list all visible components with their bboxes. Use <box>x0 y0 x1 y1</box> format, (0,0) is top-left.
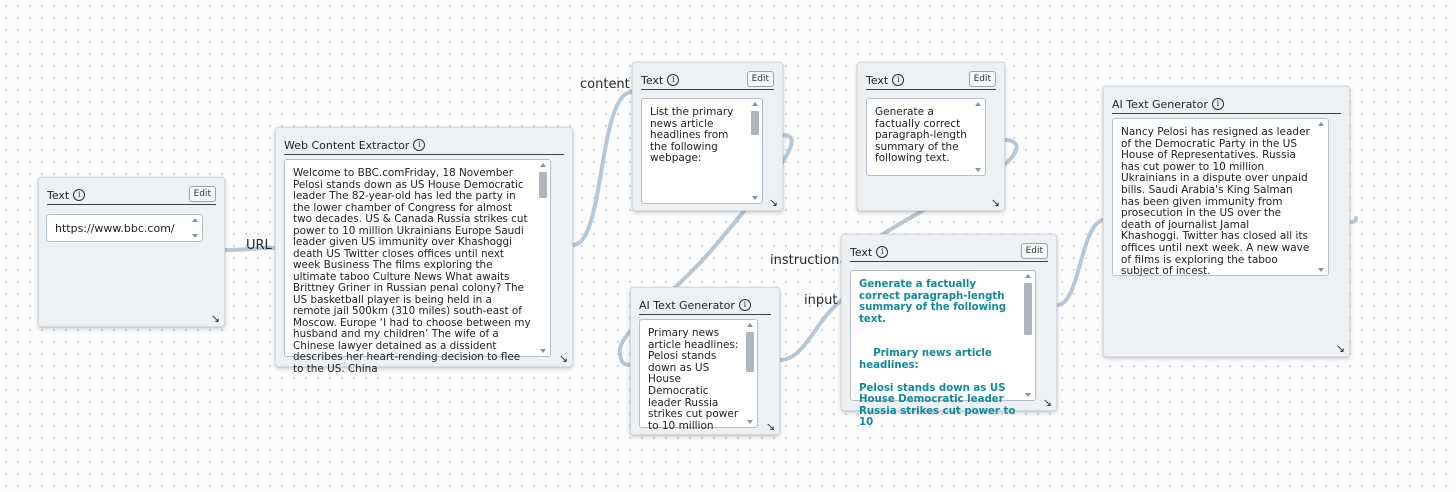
generator-output: Primary news article headlines: Pelosi s… <box>648 327 742 432</box>
info-icon[interactable]: i <box>73 189 86 201</box>
scrollbar[interactable] <box>750 101 760 201</box>
node-title: Text <box>47 188 70 202</box>
edit-button[interactable]: Edit <box>188 186 216 202</box>
wire-final-out <box>1348 216 1358 224</box>
text-node-list-prompt[interactable]: Text i Edit List the primary news articl… <box>632 62 783 211</box>
node-title: Text <box>641 73 664 87</box>
scrollbar[interactable] <box>538 162 548 354</box>
resize-handle-icon[interactable]: ↘ <box>768 196 778 209</box>
wire-output <box>1055 218 1105 307</box>
edit-button[interactable]: Edit <box>1020 243 1048 259</box>
output-textarea[interactable]: Nancy Pelosi has resigned as leader of t… <box>1112 118 1329 277</box>
resize-handle-icon[interactable]: ↘ <box>1335 342 1345 355</box>
port-label-input: input <box>804 293 838 308</box>
node-header: Web Content Extractor i <box>284 136 564 155</box>
node-title: Web Content Extractor <box>284 138 410 152</box>
node-header: Text i Edit <box>47 186 216 205</box>
scrollbar[interactable] <box>973 101 983 173</box>
text-node-summary-prompt[interactable]: Text i Edit Generate a factually correct… <box>857 62 1005 211</box>
node-header: AI Text Generator i <box>1112 95 1341 114</box>
port-label-instruction: instruction <box>770 253 840 268</box>
resize-handle-icon[interactable]: ↘ <box>210 312 220 325</box>
scrollbar[interactable] <box>745 322 755 425</box>
info-icon[interactable]: i <box>413 139 426 151</box>
info-icon[interactable]: i <box>876 246 889 258</box>
info-icon[interactable]: i <box>892 74 905 86</box>
prompt-content: Generate a factually correct paragraph-l… <box>875 106 971 165</box>
generator-output: Nancy Pelosi has resigned as leader of t… <box>1121 126 1314 278</box>
combined-content: Generate a factually correct paragraph-l… <box>859 279 1016 428</box>
output-textarea[interactable]: Primary news article headlines: Pelosi s… <box>639 319 758 432</box>
info-icon[interactable]: i <box>738 299 751 311</box>
prompt-textarea[interactable]: List the primary news article headlines … <box>641 98 763 204</box>
resize-handle-icon[interactable]: ↘ <box>765 420 775 433</box>
edit-button[interactable]: Edit <box>968 71 996 87</box>
wire-generator-input <box>778 298 844 362</box>
resize-handle-icon[interactable]: ↘ <box>558 352 568 365</box>
node-header: AI Text Generator i <box>639 296 771 315</box>
node-title: AI Text Generator <box>639 298 735 312</box>
url-input[interactable]: https://www.bbc.com/ <box>46 214 203 242</box>
info-icon[interactable]: i <box>1211 98 1224 110</box>
scrollbar[interactable] <box>190 217 200 239</box>
ai-text-generator-node-1[interactable]: AI Text Generator i Primary news article… <box>630 287 780 435</box>
text-node-combined[interactable]: Text i Edit Generate a factually correct… <box>841 234 1057 428</box>
url-value: https://www.bbc.com/ <box>55 222 175 235</box>
scrollbar[interactable] <box>1023 273 1033 398</box>
extracted-content: Welcome to BBC.comFriday, 18 November Pe… <box>293 167 534 375</box>
port-label-content: content <box>580 77 630 92</box>
node-header: Text i Edit <box>866 71 996 90</box>
text-node-url[interactable]: Text i Edit https://www.bbc.com/ ↘ <box>38 177 225 327</box>
info-icon[interactable]: i <box>667 74 680 86</box>
prompt-content: List the primary news article headlines … <box>650 106 737 165</box>
ai-text-generator-node-2[interactable]: AI Text Generator i Nancy Pelosi has res… <box>1103 86 1350 357</box>
node-title: Text <box>866 73 889 87</box>
resize-handle-icon[interactable]: ↘ <box>990 196 1000 209</box>
port-label-url: URL <box>246 238 272 253</box>
web-content-extractor-node[interactable]: Web Content Extractor i Welcome to BBC.c… <box>275 127 573 374</box>
node-header: Text i Edit <box>641 71 774 90</box>
node-title: AI Text Generator <box>1112 97 1208 111</box>
output-textarea[interactable]: Welcome to BBC.comFriday, 18 November Pe… <box>284 159 551 374</box>
resize-handle-icon[interactable]: ↘ <box>1042 396 1052 409</box>
node-header: Text i Edit <box>850 243 1048 262</box>
wire-content <box>571 90 634 247</box>
combined-textarea[interactable]: Generate a factually correct paragraph-l… <box>850 270 1036 428</box>
node-title: Text <box>850 245 873 259</box>
prompt-textarea[interactable]: Generate a factually correct paragraph-l… <box>866 98 986 176</box>
scrollbar[interactable] <box>1316 121 1326 273</box>
edit-button[interactable]: Edit <box>746 71 774 87</box>
